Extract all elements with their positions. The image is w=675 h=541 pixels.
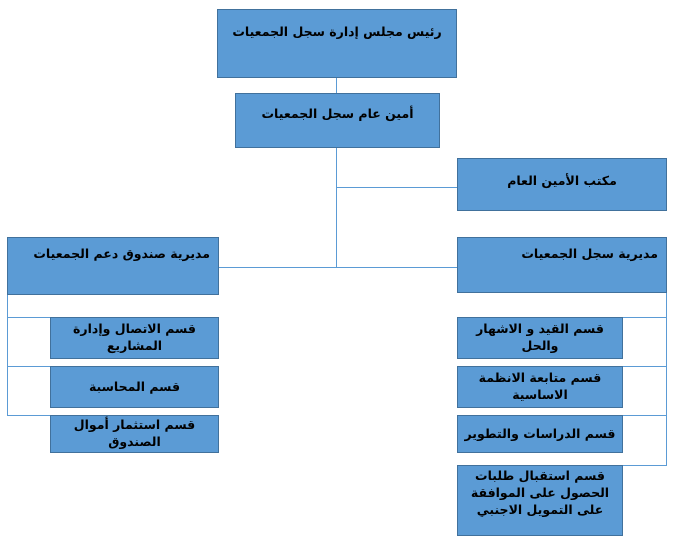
fund-section-label: قسم استثمار أموال الصندوق [73,417,196,449]
registry-section-label: قسم استقبال طلبات الحصول على الموافقة عل… [470,468,610,517]
registry-section-label: قسم الدراسات والتطوير [464,425,616,441]
registry-section-box: قسم الدراسات والتطوير [457,415,623,453]
secretary-general-label: أمين عام سجل الجمعيات [261,106,414,121]
chairman-label: رئيس مجلس إدارة سجل الجمعيات [232,24,442,39]
registry-directorate-label: مديرية سجل الجمعيات [521,246,658,261]
registry-section-label: قسم متابعة الانظمة الاساسية [478,370,602,402]
fund-section-label: قسم الاتصال وإدارة المشاريع [73,321,196,353]
fund-section-box: قسم استثمار أموال الصندوق [50,415,219,453]
fund-section-box: قسم المحاسبة [50,366,219,408]
registry-section-box: قسم القيد و الاشهار والحل [457,317,623,359]
office-label: مكتب الأمين العام [507,173,617,188]
registry-section-label: قسم القيد و الاشهار والحل [476,321,604,353]
registry-section-box: قسم متابعة الانظمة الاساسية [457,366,623,408]
fund-directorate-box: مديرية صندوق دعم الجمعيات [7,237,219,295]
chairman-box: رئيس مجلس إدارة سجل الجمعيات [217,9,457,78]
secretary-general-box: أمين عام سجل الجمعيات [235,93,440,148]
registry-directorate-box: مديرية سجل الجمعيات [457,237,667,293]
fund-section-box: قسم الاتصال وإدارة المشاريع [50,317,219,359]
office-box: مكتب الأمين العام [457,158,667,211]
fund-section-label: قسم المحاسبة [88,378,181,394]
registry-section-box: قسم استقبال طلبات الحصول على الموافقة عل… [457,465,623,536]
fund-directorate-label: مديرية صندوق دعم الجمعيات [33,246,210,261]
